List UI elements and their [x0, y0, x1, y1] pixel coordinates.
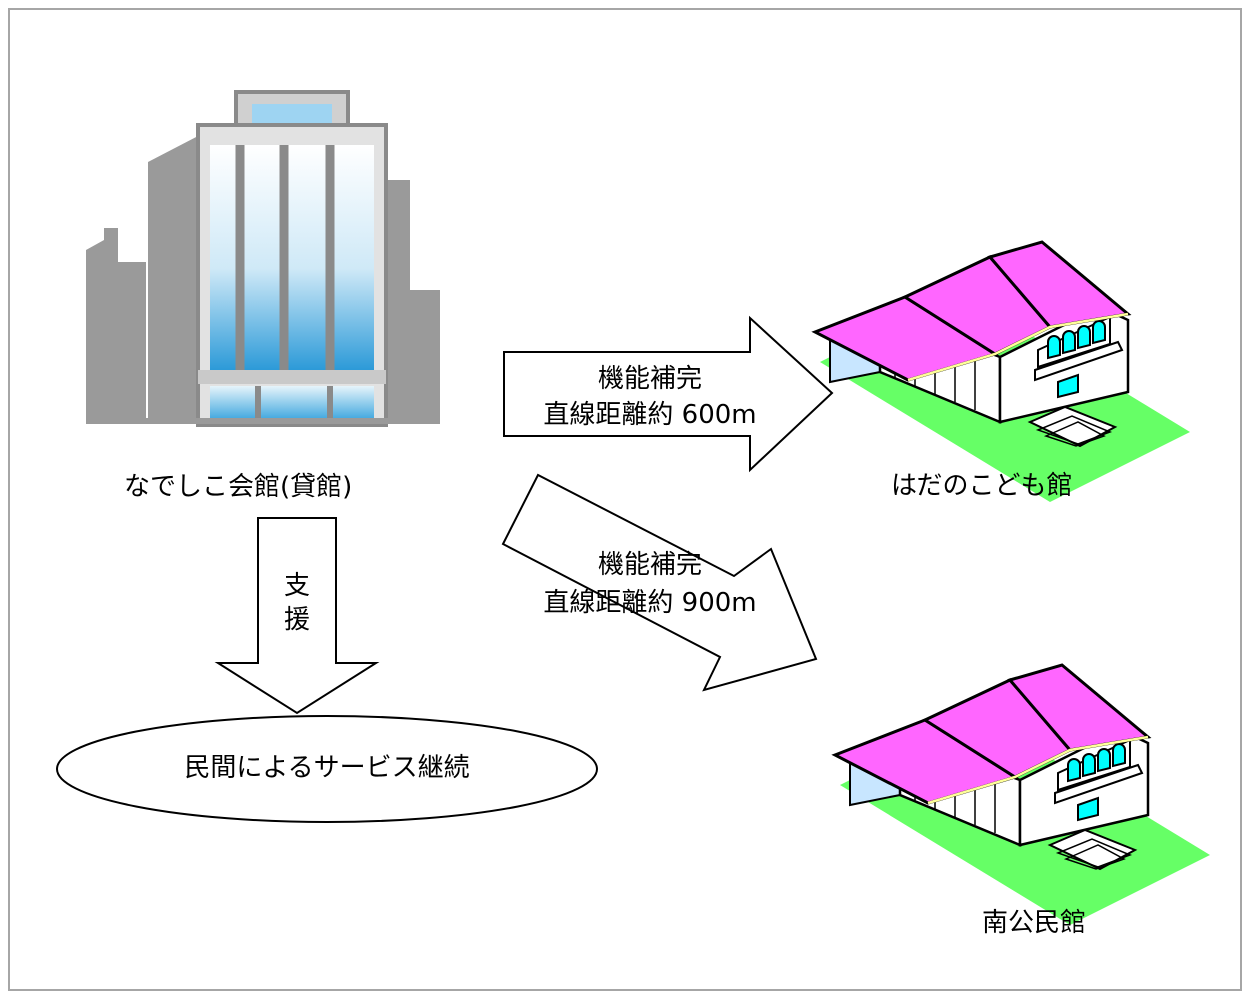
arrow-kodomo-label-distance: 直線距離約 600m [543, 400, 757, 430]
arrow-support-label-1: 支 [284, 571, 311, 601]
office-building-icon [86, 90, 440, 427]
diagram-frame [8, 8, 1242, 991]
facility-label-kodomo: はだのこども館 [891, 471, 1073, 501]
arrow-support [214, 517, 380, 715]
facility-label-minami: 南公民館 [982, 908, 1087, 938]
hall-building-icon [833, 663, 1212, 927]
arrow-minami-label-function: 機能補完 [597, 550, 702, 580]
arrow-kodomo-label-function: 機能補完 [597, 364, 702, 394]
arrow-to-kodomo [503, 315, 834, 473]
facility-label-nadeshiko: なでしこ会館(貸館) [124, 472, 353, 502]
result-ellipse [56, 715, 598, 823]
arrow-support-label-2: 援 [284, 605, 311, 635]
arrow-to-minami [501, 473, 818, 692]
hall-building-icon [813, 240, 1192, 504]
result-label: 民間によるサービス継続 [184, 753, 470, 783]
arrow-minami-label-distance: 直線距離約 900m [543, 588, 757, 618]
